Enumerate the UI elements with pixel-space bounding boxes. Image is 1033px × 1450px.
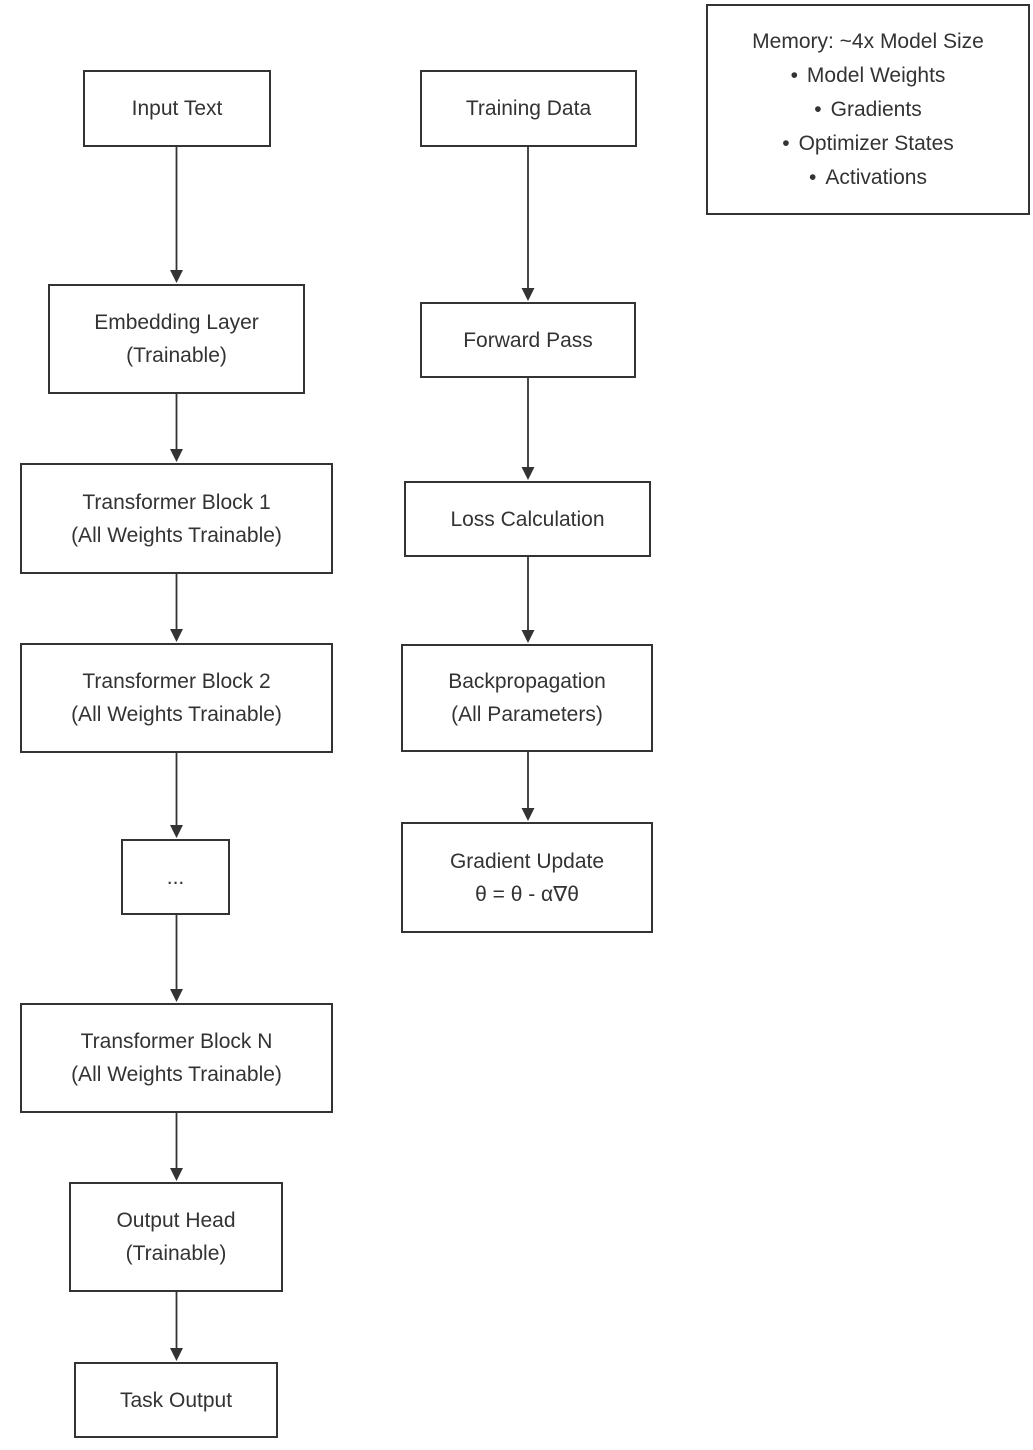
node-transformer-block-2: Transformer Block 2 (All Weights Trainab…	[20, 643, 333, 753]
node-output-head: Output Head (Trainable)	[69, 1182, 283, 1292]
node-input-text: Input Text	[83, 70, 271, 147]
node-embedding-layer: Embedding Layer (Trainable)	[48, 284, 305, 394]
node-label: Output Head	[116, 1209, 236, 1232]
node-forward-pass: Forward Pass	[420, 302, 636, 378]
node-label: Transformer Block 2	[82, 670, 271, 693]
node-loss-calculation: Loss Calculation	[404, 481, 651, 557]
memory-note-bullet: • Model Weights	[791, 59, 946, 93]
node-label: Forward Pass	[463, 328, 593, 352]
bullet-icon: •	[814, 97, 822, 121]
node-sublabel: (All Weights Trainable)	[71, 523, 282, 547]
node-label: Transformer Block N	[80, 1030, 273, 1053]
node-sublabel: (Trainable)	[126, 344, 227, 367]
node-sublabel: (All Weights Trainable)	[71, 703, 282, 726]
node-label: ...	[166, 865, 185, 889]
node-label: Task Output	[119, 1388, 233, 1412]
node-label: Transformer Block 1	[82, 490, 271, 514]
memory-note-bullet: • Optimizer States	[782, 127, 954, 161]
node-transformer-block-n: Transformer Block N (All Weights Trainab…	[20, 1003, 333, 1113]
memory-note-box: Memory: ~4x Model Size • Model Weights • G…	[706, 4, 1030, 215]
bullet-icon: •	[790, 63, 798, 87]
node-gradient-update: Gradient Update θ = θ - α∇θ	[401, 822, 653, 933]
node-ellipsis: ...	[121, 839, 230, 915]
node-backpropagation: Backpropagation (All Parameters)	[401, 644, 653, 752]
memory-note-bullet-text: Optimizer States	[798, 131, 954, 155]
node-transformer-block-1: Transformer Block 1 (All Weights Trainab…	[20, 463, 333, 574]
node-formula: θ = θ - α∇θ	[475, 882, 579, 906]
memory-note-bullet-text: Model Weights	[806, 63, 946, 87]
bullet-icon: •	[809, 165, 817, 189]
bullet-icon: •	[782, 131, 790, 155]
node-training-data: Training Data	[420, 70, 637, 147]
node-label: Input Text	[131, 97, 223, 120]
memory-note-title: Memory: ~4x Model Size	[752, 29, 984, 53]
node-label: Loss Calculation	[450, 507, 605, 531]
memory-note-bullet: • Activations	[809, 161, 927, 195]
memory-note-bullet-text: Gradients	[830, 97, 922, 121]
node-label: Gradient Update	[449, 849, 605, 873]
node-sublabel: (All Weights Trainable)	[71, 1063, 282, 1086]
node-sublabel: (All Parameters)	[451, 703, 603, 726]
node-label: Embedding Layer	[94, 311, 259, 334]
memory-note-bullet-text: Activations	[825, 165, 927, 189]
memory-note-bullet: • Gradients	[814, 93, 921, 127]
node-label: Training Data	[465, 97, 592, 120]
node-task-output: Task Output	[74, 1362, 278, 1438]
node-label: Backpropagation	[448, 670, 606, 693]
node-sublabel: (Trainable)	[125, 1242, 227, 1265]
